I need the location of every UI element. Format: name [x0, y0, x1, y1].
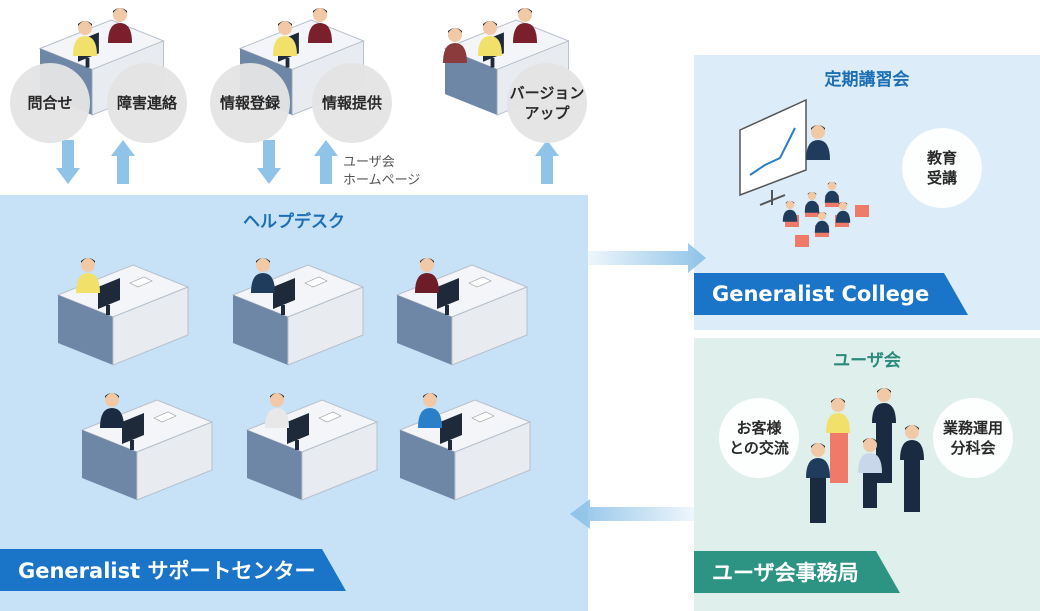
- version-up-bubble: バージョン アップ: [507, 63, 587, 143]
- info-registration-bubble: 情報登録: [210, 63, 290, 143]
- arrow-to-helpdesk: [570, 499, 694, 529]
- support-center-banner: Generalist サポートセンター: [0, 549, 346, 591]
- customer-exchange-bubble: お客様 との交流: [719, 398, 799, 478]
- helpdesk-panel: ヘルプデスク: [0, 195, 588, 611]
- users-meeting-illustration: [806, 388, 924, 523]
- arrow-to-college: [588, 243, 706, 273]
- business-subcommittee-bubble: 業務運用 分科会: [933, 398, 1013, 478]
- incident-report-bubble: 障害連絡: [107, 63, 187, 143]
- college-title: 定期講習会: [824, 70, 910, 90]
- vertical-arrows: [56, 140, 559, 184]
- user-homepage-note: ユーザ会 ホームページ: [343, 155, 421, 188]
- classroom-illustration: [739, 98, 869, 247]
- helpdesk-title: ヘルプデスク: [243, 212, 345, 232]
- education-bubble: 教育 受講: [902, 128, 982, 208]
- usergroup-title: ユーザ会: [833, 351, 901, 371]
- info-provision-bubble: 情報提供: [312, 63, 392, 143]
- usergroup-office-banner: ユーザ会事務局: [694, 551, 900, 593]
- college-banner: Generalist College: [694, 273, 968, 315]
- inquiry-bubble: 問合せ: [10, 63, 90, 143]
